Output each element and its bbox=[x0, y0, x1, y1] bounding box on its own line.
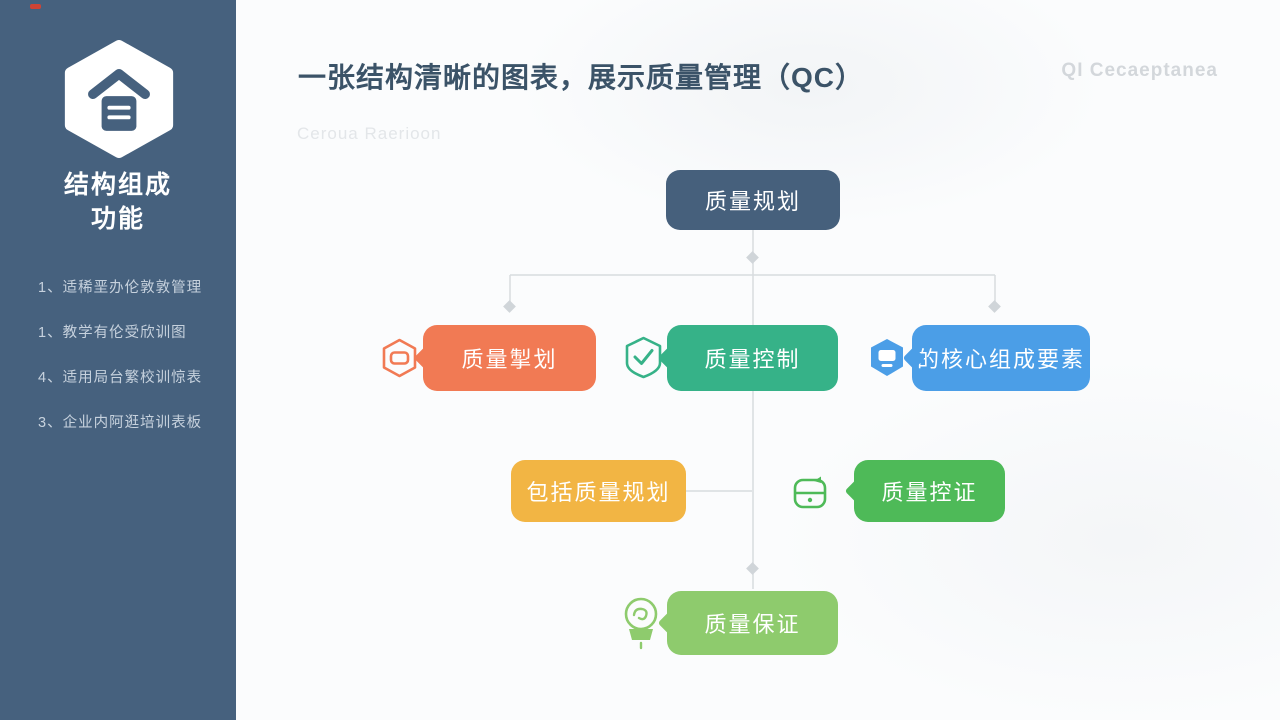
sidebar-list: 1、适稀垩办伦敦敦管理 1、教学有伦受欣训图 4、适用局台繁校训惊表 3、企业内… bbox=[38, 276, 218, 456]
lantern-hexagon-icon bbox=[381, 338, 418, 378]
shield-check-icon bbox=[624, 336, 663, 379]
sidebar-list-item: 1、教学有伦受欣训图 bbox=[38, 325, 187, 341]
logo-badge bbox=[61, 40, 177, 158]
flow-node-label: 包括质量规划 bbox=[526, 480, 671, 505]
watermark-text: QI Cecaeptanea bbox=[1061, 60, 1218, 81]
red-dash-mark bbox=[30, 4, 41, 9]
flow-node-quality-assurance: 质量保证 bbox=[657, 591, 838, 655]
flow-node-quality-control: 质量控制 bbox=[657, 325, 838, 391]
flow-node-core-components: 的核心组成要素 bbox=[902, 325, 1090, 391]
home-document-hexagon-icon bbox=[64, 40, 174, 158]
clipboard-flag-icon bbox=[792, 474, 829, 510]
flow-node-label: 的核心组成要素 bbox=[916, 347, 1085, 372]
badge-ribbon-icon bbox=[620, 596, 663, 650]
flow-node-label: 质量规划 bbox=[704, 189, 801, 214]
flow-node-quality-cert: 质量控证 bbox=[844, 460, 1005, 522]
flow-node-label: 质量控证 bbox=[881, 480, 978, 505]
flow-node-root: 质量规划 bbox=[666, 170, 840, 230]
flow-node-label: 质量保证 bbox=[704, 612, 801, 637]
flow-node-label: 质量控制 bbox=[704, 347, 801, 372]
flow-node-quality-planning: 质量掣划 bbox=[413, 325, 596, 391]
flow-node-label: 质量掣划 bbox=[461, 347, 558, 372]
sidebar-list-item: 3、企业内阿逛培训表板 bbox=[38, 415, 203, 431]
faded-subtitle: Ceroua Raerioon bbox=[297, 124, 442, 143]
sidebar-list-item: 4、适用局台繁校训惊表 bbox=[38, 370, 203, 386]
sidebar-title: 结构组成 功能 bbox=[63, 171, 172, 233]
page-title: 一张结构清晰的图表，展示质量管理（QC） bbox=[298, 62, 865, 93]
sidebar: 结构组成 功能 1、适稀垩办伦敦敦管理 1、教学有伦受欣训图 4、适用局台繁校训… bbox=[0, 0, 236, 720]
sidebar-list-item: 1、适稀垩办伦敦敦管理 bbox=[38, 280, 203, 296]
flow-node-includes-quality-planning: 包括质量规划 bbox=[511, 460, 686, 522]
hexagon-screen-icon bbox=[868, 338, 906, 377]
